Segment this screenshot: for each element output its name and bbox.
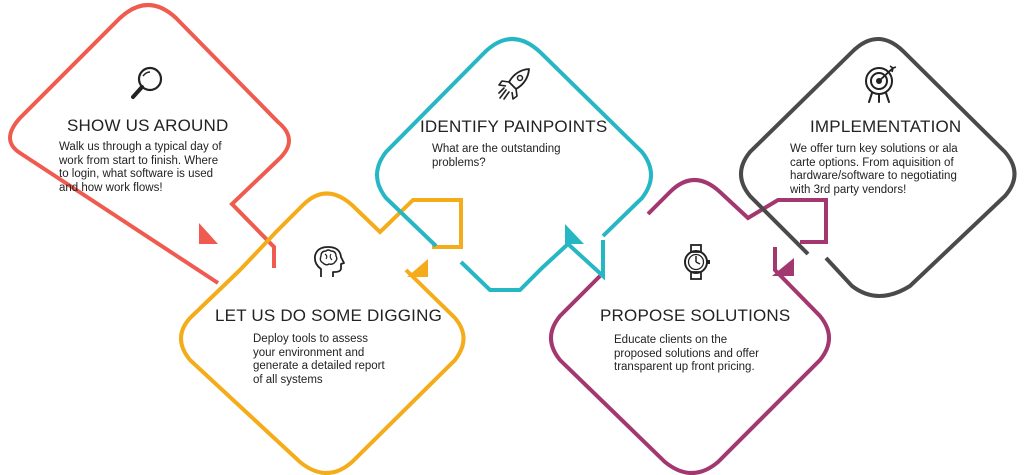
step-5-title: IMPLEMENTATION	[810, 117, 962, 136]
step-3-arrowhead	[565, 224, 584, 244]
step-1-description: Walk us through a typical day of work fr…	[59, 141, 222, 194]
step-4-arrowhead	[772, 258, 794, 276]
step-4-description: Educate clients on the proposed solution…	[614, 334, 759, 373]
step-2-arrowhead	[407, 259, 428, 277]
step-1-arrowhead	[199, 223, 218, 244]
step-4-top-outline	[646, 178, 828, 244]
step-4-title: PROPOSE SOLUTIONS	[600, 306, 791, 325]
step-2-title: LET US DO SOME DIGGING	[215, 306, 443, 325]
step-3-bottom-outline	[459, 240, 605, 292]
target-icon	[865, 65, 897, 103]
step-2-outline	[179, 191, 466, 475]
step-1-outline	[8, 3, 291, 285]
brain-head-icon	[313, 246, 345, 277]
step-3-description: What are the outstanding problems?	[432, 143, 561, 169]
step-5-outline	[739, 37, 1017, 298]
step-3-outline	[375, 37, 653, 248]
step-4-outline	[549, 247, 831, 475]
step-3-title: IDENTIFY PAINPOINTS	[420, 117, 608, 136]
step-1-title: SHOW US AROUND	[67, 116, 229, 135]
step-5-description: We offer turn key solutions or ala carte…	[790, 143, 958, 196]
watch-icon	[684, 244, 710, 280]
step-2-description: Deploy tools to assess your environment …	[253, 333, 385, 386]
magnifier-icon	[131, 66, 163, 99]
rocket-icon	[498, 68, 530, 100]
